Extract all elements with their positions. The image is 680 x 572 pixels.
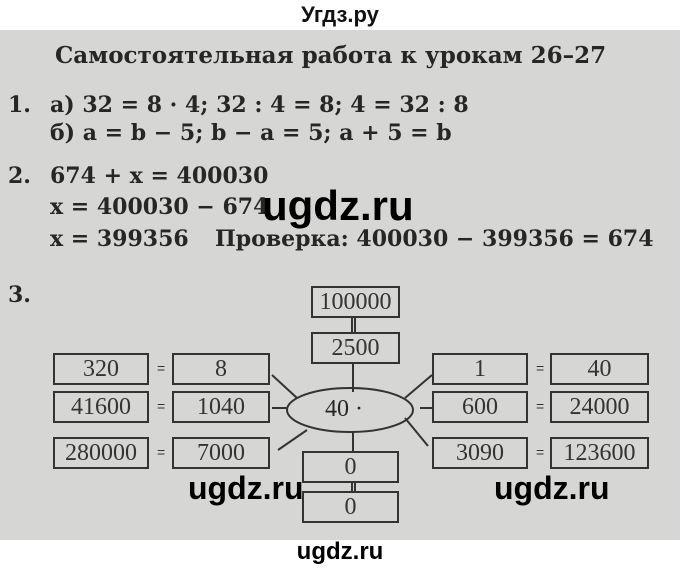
right-box-3a: 3090 bbox=[432, 437, 528, 469]
right-box-1b: 40 bbox=[550, 353, 649, 385]
equals-sign: = bbox=[536, 360, 545, 376]
task3-number: 3. bbox=[8, 282, 31, 308]
center-ellipse bbox=[286, 387, 414, 433]
watermark: ugdz.ru bbox=[262, 182, 414, 229]
watermark: ugdz.ru bbox=[188, 470, 304, 506]
task1-b: б) a = b − 5; b − a = 5; a + 5 = b bbox=[50, 120, 452, 146]
top-box-2: 2500 bbox=[311, 332, 400, 364]
equals-sign: = bbox=[536, 398, 545, 414]
bottom-box-1: 0 bbox=[302, 451, 399, 483]
top-box-1: 100000 bbox=[311, 286, 400, 318]
left-box-3b: 7000 bbox=[172, 437, 270, 469]
task1-a: а) 32 = 8 · 4; 32 : 4 = 8; 4 = 32 : 8 bbox=[50, 92, 469, 118]
right-box-1a: 1 bbox=[432, 353, 528, 385]
task1-number: 1. bbox=[8, 92, 31, 118]
site-footer: ugdz.ru bbox=[296, 538, 384, 565]
task2-line3: x = 399356 bbox=[50, 226, 189, 252]
bottom-box-2: 0 bbox=[302, 491, 399, 523]
left-box-1b: 8 bbox=[172, 353, 270, 385]
task2-number: 2. bbox=[8, 163, 31, 189]
page-title: Самостоятельная работа к урокам 26–27 bbox=[55, 42, 607, 69]
equals-sign: = bbox=[157, 360, 166, 376]
center-label: 40 · bbox=[325, 396, 363, 422]
site-header: Угдз.ру bbox=[301, 2, 379, 27]
left-box-2a: 41600 bbox=[53, 391, 149, 423]
right-box-2a: 600 bbox=[432, 391, 528, 423]
task2-line2: x = 400030 − 674 bbox=[50, 194, 269, 220]
left-box-1a: 320 bbox=[53, 353, 149, 385]
equals-sign: = bbox=[536, 444, 545, 460]
right-box-3b: 123600 bbox=[550, 437, 649, 469]
equals-sign: = bbox=[157, 444, 166, 460]
right-box-2b: 24000 bbox=[550, 391, 649, 423]
equals-sign: = bbox=[157, 398, 166, 414]
left-box-3a: 280000 bbox=[53, 437, 149, 469]
left-box-2b: 1040 bbox=[172, 391, 270, 423]
watermark: ugdz.ru bbox=[494, 470, 610, 506]
task2-check: Проверка: 400030 − 399356 = 674 bbox=[215, 226, 654, 252]
task2-line1: 674 + x = 400030 bbox=[50, 163, 269, 189]
